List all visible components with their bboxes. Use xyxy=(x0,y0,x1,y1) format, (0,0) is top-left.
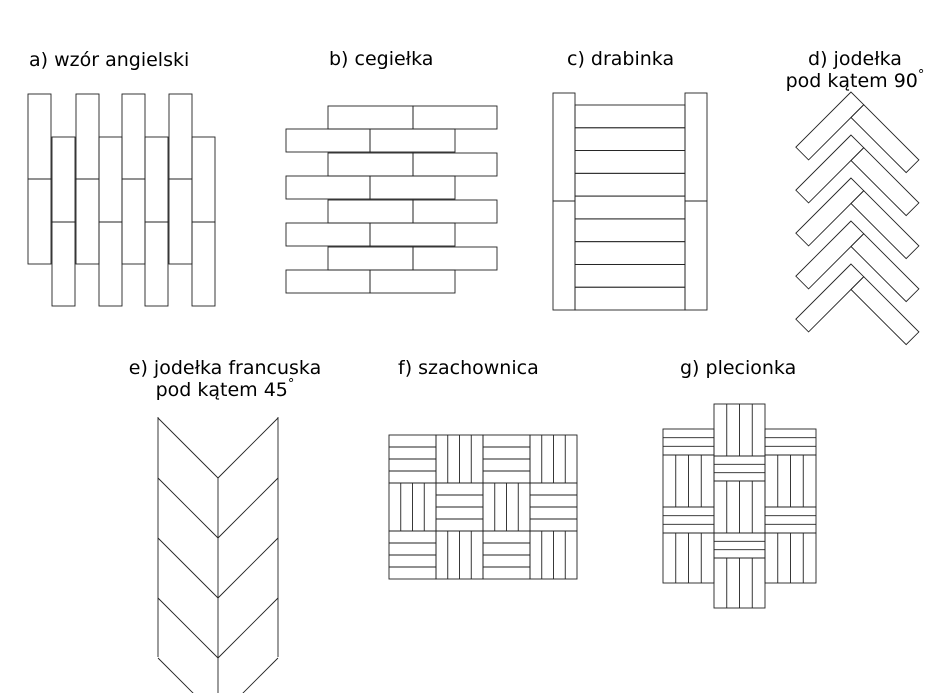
caption-french-herringbone-45: e) jodełka francuska pod kątem 45° xyxy=(100,357,350,404)
degree-symbol: ° xyxy=(287,377,295,392)
brick-plank xyxy=(369,269,456,294)
herringbone-plank xyxy=(795,91,865,161)
english-plank xyxy=(27,93,52,180)
caption-checkerboard-pattern: f) szachownica xyxy=(398,357,539,379)
herringbone-plank xyxy=(850,190,920,260)
english-plank xyxy=(144,136,169,223)
brick-pattern-drawing xyxy=(285,105,498,294)
brick-plank xyxy=(412,246,498,271)
ladder-rail xyxy=(552,92,576,202)
english-plank xyxy=(98,136,123,223)
brick-plank xyxy=(369,175,456,200)
caption-brick-pattern: b) cegiełka xyxy=(329,48,434,70)
chevron-plank-edge xyxy=(157,477,219,539)
ladder-rung xyxy=(574,104,686,129)
caption-herringbone-90-text: pod kątem 90 xyxy=(785,70,918,92)
herringbone-plank xyxy=(850,233,920,303)
herringbone-plank xyxy=(850,276,920,346)
english-plank xyxy=(51,221,76,307)
brick-plank xyxy=(369,128,456,153)
chevron-plank-edge xyxy=(217,477,279,539)
caption-french-herringbone-45-line2: pod kątem 45° xyxy=(100,377,350,404)
ladder-rung xyxy=(574,241,686,265)
ladder-rung xyxy=(574,286,686,311)
weave-insert xyxy=(764,506,817,534)
ladder-rung xyxy=(574,150,686,174)
ladder-rung xyxy=(574,263,686,288)
caption-herringbone-90: d) jodełka pod kątem 90° xyxy=(770,48,940,95)
caption-herringbone-90-line2: pod kątem 90° xyxy=(770,68,940,95)
chevron-plank-edge xyxy=(157,537,219,599)
caption-english-pattern: a) wzór angielski xyxy=(29,49,190,71)
brick-plank xyxy=(369,222,456,247)
checkerboard-pattern-drawing xyxy=(388,434,578,580)
english-plank xyxy=(144,221,169,307)
chevron-plank-edge xyxy=(157,417,219,479)
caption-basketweave-pattern: g) plecionka xyxy=(680,357,797,379)
caption-french-herringbone-45-line1: e) jodełka francuska xyxy=(128,357,322,379)
weave-insert xyxy=(662,506,715,534)
english-plank xyxy=(75,93,100,180)
english-pattern-drawing xyxy=(27,93,216,307)
herringbone-90-drawing xyxy=(795,91,920,346)
herringbone-plank xyxy=(850,147,920,217)
weave-insert xyxy=(662,428,715,456)
english-plank xyxy=(27,178,52,265)
english-plank xyxy=(51,136,76,223)
english-plank xyxy=(191,221,216,307)
ladder-rail xyxy=(684,92,708,202)
ladder-rung xyxy=(574,195,686,220)
chevron-plank-edge xyxy=(217,417,279,479)
weave-insert xyxy=(764,428,817,456)
ladder-rung xyxy=(574,127,686,152)
english-plank xyxy=(98,221,123,307)
degree-symbol: ° xyxy=(917,68,925,83)
caption-french-herringbone-45-text: pod kątem 45 xyxy=(155,379,288,401)
chevron-plank-edge xyxy=(217,597,279,659)
chevron-plank-edge xyxy=(242,657,279,693)
chevron-plank-edge xyxy=(217,537,279,599)
herringbone-plank xyxy=(795,177,865,247)
brick-plank xyxy=(327,199,414,224)
brick-plank xyxy=(327,105,414,130)
brick-plank xyxy=(412,199,498,224)
brick-plank xyxy=(412,152,498,177)
brick-plank xyxy=(285,175,371,200)
french-herringbone-45-drawing xyxy=(157,417,279,693)
english-plank xyxy=(121,93,146,180)
english-plank xyxy=(168,178,193,265)
ladder-rung xyxy=(574,172,686,197)
english-plank xyxy=(191,136,216,223)
ladder-pattern-drawing xyxy=(552,92,708,311)
brick-plank xyxy=(327,152,414,177)
chevron-plank-edge xyxy=(157,597,219,659)
herringbone-plank xyxy=(795,134,865,204)
herringbone-plank xyxy=(795,263,865,333)
english-plank xyxy=(168,93,193,180)
brick-plank xyxy=(327,246,414,271)
brick-plank xyxy=(285,128,371,153)
caption-ladder-pattern: c) drabinka xyxy=(567,48,675,70)
basketweave-pattern-drawing xyxy=(662,403,817,609)
chevron-plank-edge xyxy=(157,657,194,693)
weave-insert xyxy=(713,455,766,482)
weave-insert xyxy=(713,532,766,559)
ladder-rail xyxy=(552,200,576,311)
brick-plank xyxy=(285,222,371,247)
herringbone-plank xyxy=(795,220,865,290)
ladder-rail xyxy=(684,200,708,311)
herringbone-plank xyxy=(850,104,920,174)
caption-herringbone-90-line1: d) jodełka xyxy=(808,48,902,70)
brick-plank xyxy=(412,105,498,130)
english-plank xyxy=(121,178,146,265)
english-plank xyxy=(75,178,100,265)
ladder-rung xyxy=(574,218,686,243)
brick-plank xyxy=(285,269,371,294)
